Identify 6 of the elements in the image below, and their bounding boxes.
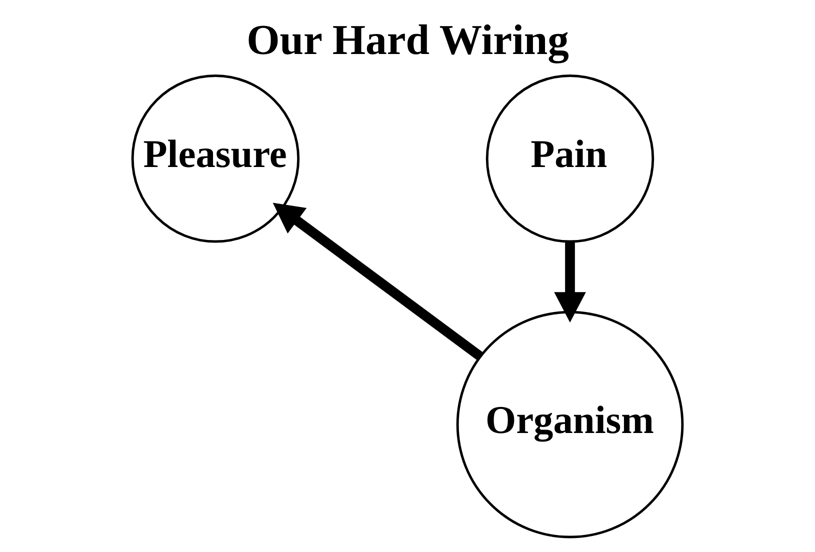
arrow <box>554 242 586 322</box>
node-circle: Pleasure <box>131 74 300 243</box>
node-circle: Pain <box>486 74 654 243</box>
arrow <box>272 202 484 361</box>
diagram-title: Our Hard Wiring <box>246 17 569 64</box>
node-circle: Organism <box>456 310 684 538</box>
